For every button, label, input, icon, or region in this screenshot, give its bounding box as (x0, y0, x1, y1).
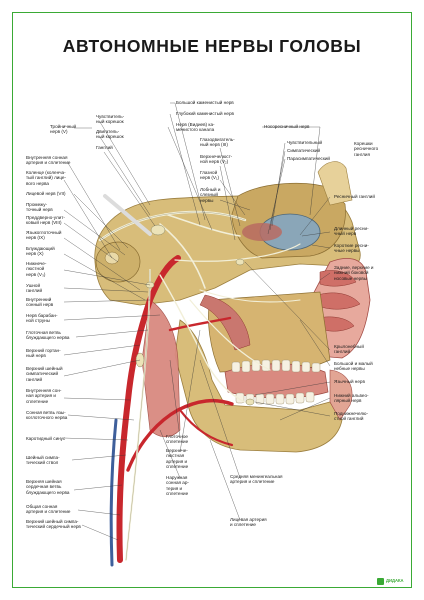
label-palatine-nerves: Большой и малый небные нервы (334, 361, 373, 372)
label-chorda-tympani: Нерв барабан- ной струны (26, 313, 58, 324)
poster-border (12, 12, 412, 588)
label-long-ciliary-nerve: Длинный ресни- чный нерв (334, 226, 369, 237)
publisher-logo: ДИДАКА (377, 578, 407, 586)
label-greater-petrosal-nerve: Большой каменистый нерв (176, 100, 234, 105)
lower-teeth (235, 391, 315, 405)
pterygopalatine-ganglion (235, 258, 245, 266)
label-sympathetic-root: Симпатический (287, 148, 321, 153)
label-ophthalmic-nerve: Глазной нерв (V₁) (200, 170, 220, 181)
upper-teeth (231, 359, 321, 373)
nerve-outlines (99, 211, 246, 561)
label-internal-carotid-nerve: Внутренний сонный нерв (26, 297, 54, 308)
label-common-carotid-plexus: Общая сонная артерия и сплетение (26, 504, 71, 515)
label-pharyngeal-branch-vagus: Глоточная ветвь блуждающего нерва (26, 330, 70, 341)
label-ganglion: Ганглий (96, 145, 113, 150)
label-intermediate-nerve: Промежу- точный нерв (26, 202, 53, 213)
eye-muscle (242, 223, 282, 241)
lip-chin (329, 369, 353, 421)
label-lingual-nerve: Язычный нерв (334, 379, 365, 384)
label-internal-carotid-plexus-lower: Внутренняя сон- ная артерия и сплетение (26, 388, 62, 404)
label-facial-artery-plexus: Лицевая артерия и сплетение (230, 517, 267, 528)
probe-instrument (103, 194, 152, 236)
label-internal-carotid-plexus-upper: Внутренняя сонная артерия и сплетение (26, 155, 71, 166)
internal-carotid-artery (116, 255, 181, 563)
label-vestibulocochlear-nerve: Преддверно-улит- ковый нерв (VIII) (26, 215, 65, 226)
label-sensory-root-ciliary: Чувствительный (287, 140, 323, 145)
label-mandibular-nerve: Нижнече- люстной нерв (V₃) (26, 261, 47, 277)
submandibular-ganglion (245, 398, 255, 406)
label-superior-laryngeal-nerve: Верхний гортан- ный нерв (26, 348, 61, 359)
label-cervical-sympathetic-trunk: Шейный симпа- тический ствол (26, 455, 60, 466)
label-inferior-alveolar-nerve: Нижний альвео- лярный нерв (334, 393, 369, 404)
label-submandibular-ganglion: Поднижнечелю- стной ганглий (334, 411, 369, 422)
label-pharyngeal-plexus: Глоточное сплетение (166, 434, 189, 445)
label-short-ciliary-nerves: Короткие ресни- чные нервы (334, 243, 369, 254)
page-title: АВТОНОМНЫЕ НЕРВЫ ГОЛОВЫ (62, 36, 362, 56)
label-trigeminal-nerve: Тройничный нерв (V) (50, 124, 77, 135)
label-pterygopalatine-ganglion: Крылонебный ганглий (334, 344, 364, 355)
pharynx-muscle (141, 299, 181, 438)
label-vidian-nerve: Нерв (Видиев) ка- менистого канала (176, 122, 215, 133)
label-geniculate-ganglion: Коленце (коленча- тый ганглий) лице- вог… (26, 170, 67, 186)
logo-icon (377, 578, 384, 585)
label-sensory-root: Чувствитель- ный корешок (96, 114, 125, 125)
facial-artery (178, 408, 234, 447)
label-carotid-branch-glossopharyngeal: Сонная ветвь язы- коглоточного нерва (26, 410, 68, 421)
frontal-sinus (317, 161, 353, 206)
vein (109, 418, 118, 567)
label-otic-ganglion: Ушной ганглий (26, 283, 43, 294)
label-superior-cervical-cardiac-branch: Верхняя шейная сердечная ветвь блуждающе… (26, 479, 70, 495)
label-facial-nerve: Лицевой нерв (VII) (26, 191, 66, 196)
muscle-band (199, 294, 251, 351)
label-external-carotid-plexus: Наружная сонная ар- терия и сплетение (166, 475, 189, 496)
label-oculomotor-nerve: Глазодвигатель- ный нерв (III) (200, 137, 235, 148)
external-carotid-artery (126, 398, 234, 472)
trigeminal-ganglion (150, 224, 166, 236)
label-superior-cervical-cardiac-nerve: Верхний шейный симпа- тический сердечный… (26, 519, 81, 530)
label-maxillary-nerve: Верхнечелюст- ной нерв (V₂) (200, 154, 233, 165)
maxillary-artery (168, 316, 232, 332)
label-motor-root: Двигатель- ный корешок (96, 129, 124, 140)
label-vagus-nerve: Блуждающий нерв (X) (26, 246, 55, 257)
label-superior-cervical-ganglion: Верхний шейный симпатический ганглий (26, 366, 63, 382)
label-maxillary-artery-plexus: Верхнече- люстная артерия и сплетение (166, 448, 189, 469)
leader-lines (63, 102, 331, 541)
label-nasal-nerves: Задние, верхние и нижний боковой носовые… (334, 265, 374, 281)
label-parasympathetic-root: Парасимпатический (287, 156, 330, 161)
logo-text: ДИДАКА (386, 578, 404, 583)
label-carotid-sinus: Каротидный синус (26, 436, 66, 441)
label-glossopharyngeal-nerve: Языкоглоточный нерв (IX) (26, 230, 62, 241)
label-ciliary-ganglion: Ресничный ганглий (334, 194, 375, 199)
label-deep-petrosal-nerve: Глубокий каменистый нерв (176, 111, 234, 116)
label-middle-meningeal-plexus: Средняя менингеальная артерия и сплетени… (230, 474, 283, 485)
label-ciliary-ganglion-roots: Корешки ресничного ганглия (354, 141, 379, 157)
label-frontal-lacrimal-nerves: Лобный и слезный нервы (200, 187, 221, 203)
label-nasociliary-nerve: Носоресничный нерв (264, 124, 310, 129)
